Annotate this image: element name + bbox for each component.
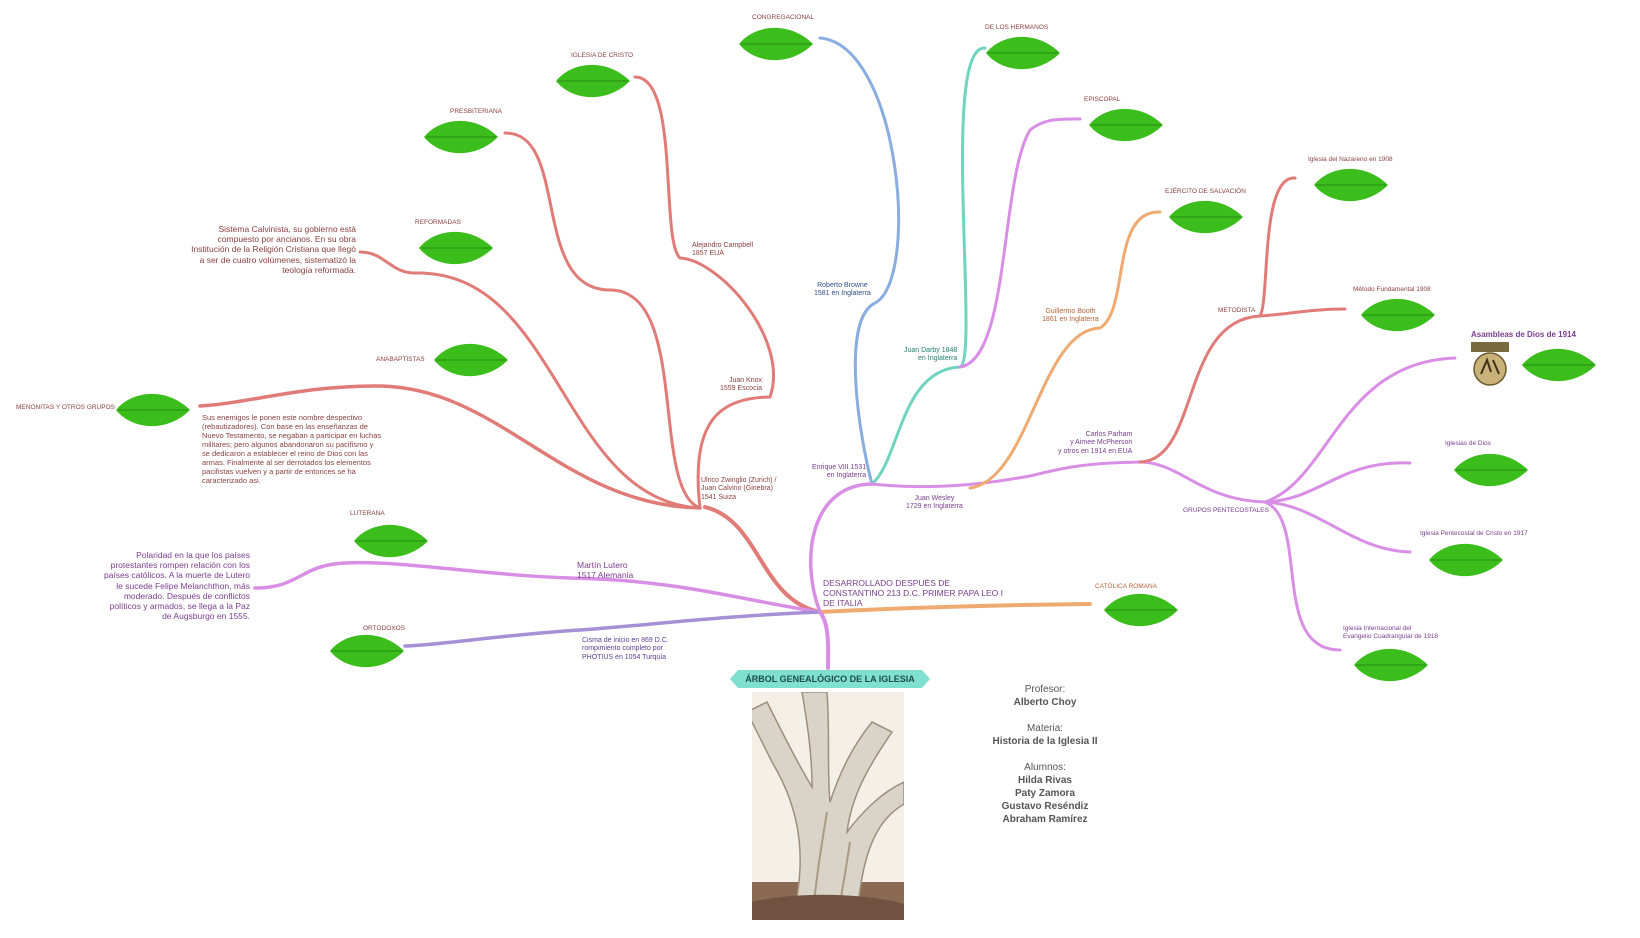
leaf-label-luterana: LUTERANA xyxy=(350,510,385,517)
leaf-label-hermanos: DE LOS HERMANOS xyxy=(985,24,1049,31)
leaf-icon xyxy=(419,231,493,265)
profesor-name: Alberto Choy xyxy=(1013,697,1077,708)
materia-label: Materia: xyxy=(1026,723,1064,734)
leaf-label-anabaptistas: ANABAPTISTAS xyxy=(376,356,425,363)
alumnos-label: Alumnos: xyxy=(1024,762,1066,773)
tree-trunk-image xyxy=(752,692,904,920)
note-anabaptistas: Sus enemigos le ponen este nombre despec… xyxy=(202,413,382,485)
branch-root xyxy=(818,610,831,670)
branch-iglesia-cristo xyxy=(633,75,775,399)
branch-booth xyxy=(968,210,1162,490)
leaf-label-presbiteriana: PRESBITERIANA xyxy=(450,108,503,115)
leaf-label-iglesias-dios: Iglesias de Dios xyxy=(1445,440,1491,447)
leaf-label-pentecostal-cristo: Iglesia Pentecostal de Cristo en 1917 xyxy=(1420,530,1528,537)
branch-wesley xyxy=(870,460,1142,489)
leaf-icon xyxy=(986,36,1060,70)
leaf-icon xyxy=(354,524,428,558)
leaf-label-asambleas: Asambleas de Dios de 1914 xyxy=(1471,330,1576,339)
credits-block: Profesor: Alberto Choy Materia: Historia… xyxy=(975,683,1115,826)
leaf-icon xyxy=(1429,543,1503,577)
leaf-icon xyxy=(1522,348,1596,382)
branch-pentecostal-cristo xyxy=(1263,500,1412,554)
profesor-label: Profesor: xyxy=(1024,684,1066,695)
materia-name: Historia de la Iglesia II xyxy=(992,736,1098,747)
branch-zwinglio xyxy=(703,505,822,614)
branch-iglesias-dios xyxy=(1263,461,1412,504)
branch-ortodoxos xyxy=(403,610,822,648)
leaf-icon xyxy=(556,64,630,98)
branch-cuadrangular xyxy=(1263,500,1342,652)
mid-label-pentecostales: GRUPOS PENTECOSTALES xyxy=(1183,507,1269,514)
leaf-label-ortodoxos: ORTODOXOS xyxy=(363,625,406,632)
alumno-name: Gustavo Reséndiz xyxy=(1001,801,1089,812)
leaf-icon xyxy=(1104,593,1178,627)
mid-label-zwinglio: Ulrico Zwinglio (Zurich) /Juan Calvino (… xyxy=(701,477,777,501)
branch-presbiteriana xyxy=(503,131,702,510)
leaf-icon xyxy=(739,27,813,61)
leaf-label-nazareno: Iglesia del Nazareno en 1908 xyxy=(1308,156,1393,163)
branch-catolica xyxy=(818,602,1092,614)
leaf-icon xyxy=(1314,168,1388,202)
branch-enrique xyxy=(808,482,874,614)
branch-darby xyxy=(870,46,987,486)
mid-label-cisma: Cisma de inicio en 869 D.C.rompimiento c… xyxy=(582,637,669,661)
branch-episcopal xyxy=(958,117,1082,369)
leaf-label-metodo: Método Fundamental 1908 xyxy=(1353,286,1431,293)
mid-label-metodista: METODISTA xyxy=(1218,307,1256,314)
asambleas-logo-icon xyxy=(1471,342,1509,386)
leaf-label-catolica: CATÓLICA ROMANA xyxy=(1095,583,1158,590)
leaf-icon xyxy=(424,120,498,154)
leaf-label-iglesia-cristo: IGLESIA DE CRISTO xyxy=(571,52,634,59)
branch-lutero xyxy=(253,560,822,614)
branch-asambleas xyxy=(1263,356,1457,504)
branch-knox xyxy=(696,395,772,510)
branch-metodista xyxy=(1138,176,1297,464)
page-title: ÁRBOL GENEALÓGICO DE LA IGLESIA xyxy=(730,670,930,688)
leaf-label-menonitas: MENONITAS Y OTROS GRUPOS xyxy=(16,404,115,411)
leaf-icon xyxy=(1089,108,1163,142)
leaf-icon xyxy=(116,393,190,427)
leaf-label-ejercito: EJÉRCITO DE SALVACIÓN xyxy=(1165,188,1246,195)
branch-browne xyxy=(818,36,901,486)
leaf-label-episcopal: EPISCOPAL xyxy=(1084,96,1121,103)
alumno-name: Paty Zamora xyxy=(1014,788,1076,799)
leaf-icon xyxy=(434,343,508,377)
alumno-name: Abraham Ramírez xyxy=(1002,814,1088,825)
leaf-icon xyxy=(1354,648,1428,682)
leaf-icon xyxy=(1361,298,1435,332)
leaf-icon xyxy=(330,634,404,668)
branch-metodo xyxy=(1258,307,1347,318)
leaf-icon xyxy=(1169,200,1243,234)
branch-anabaptistas xyxy=(198,384,702,510)
leaf-icon xyxy=(1454,453,1528,487)
alumno-name: Hilda Rivas xyxy=(1018,775,1072,786)
branch-pentecostales xyxy=(1138,460,1267,504)
leaf-label-congregacional: CONGREGACIONAL xyxy=(752,14,815,21)
leaf-label-reformadas: REFORMADAS xyxy=(415,219,461,226)
branch-calvinista xyxy=(358,250,702,510)
